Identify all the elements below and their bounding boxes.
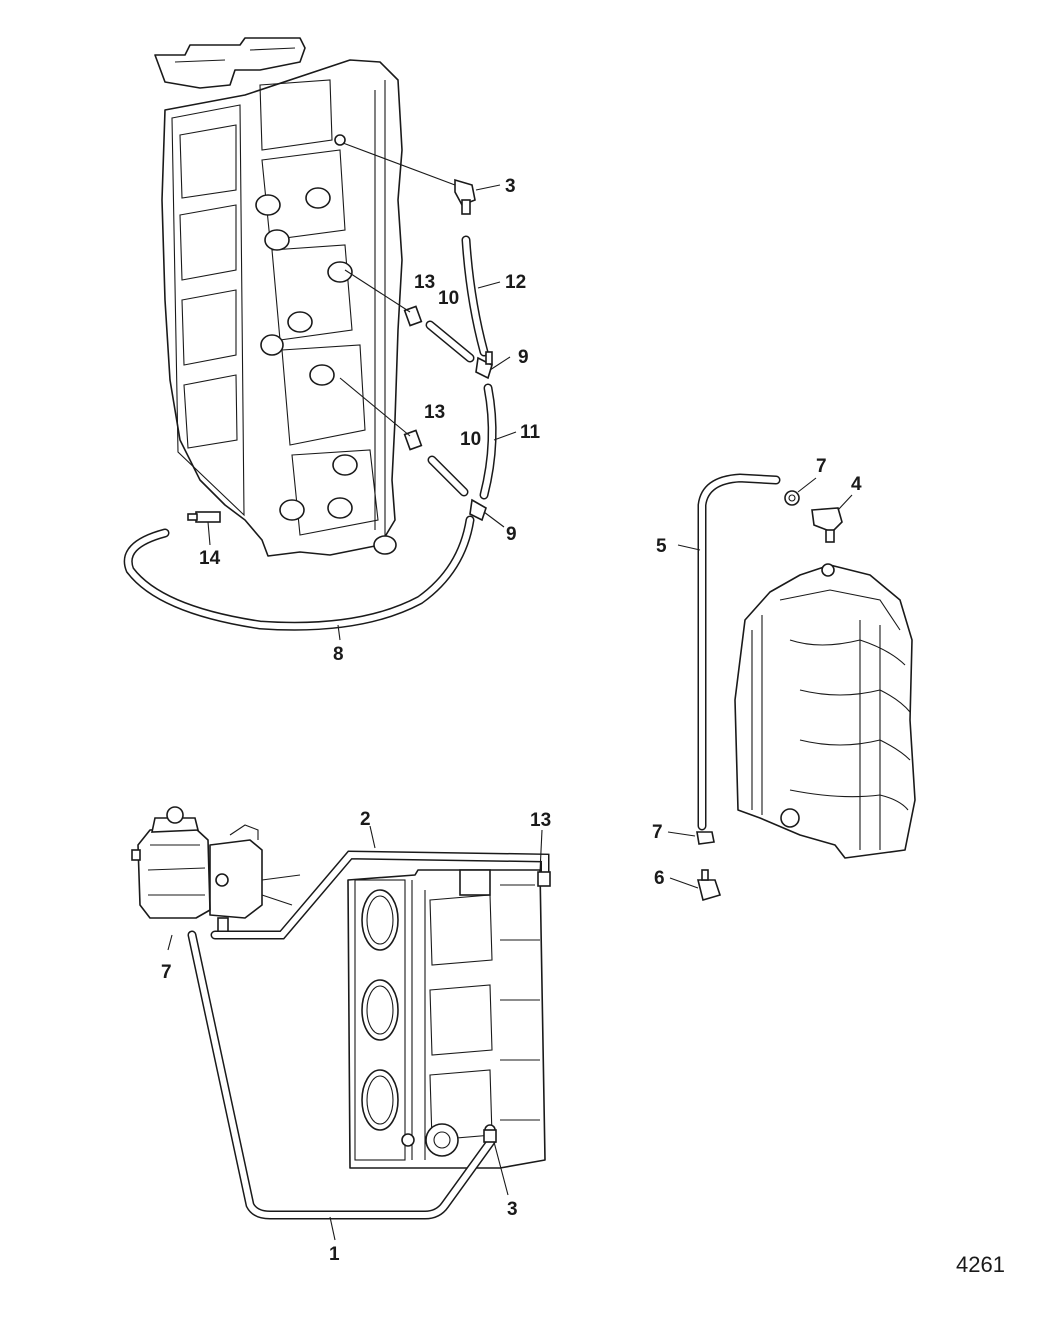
- callout-7-pump: 7: [161, 962, 172, 983]
- powerhead-block-bottom: [347, 869, 546, 1169]
- hose-2: [210, 850, 550, 940]
- callout-4: 4: [851, 474, 862, 495]
- callout-12: 12: [505, 272, 526, 293]
- hose-12: [461, 235, 489, 357]
- callout-10-upper: 10: [438, 288, 459, 309]
- callout-13-upper: 13: [414, 272, 435, 293]
- hose-1: [187, 930, 497, 1220]
- fitting-13-lower: [537, 871, 551, 887]
- callouts: 3 13 10 12 9 13 10 11 9 14 8 7 4 5 7 6 2…: [161, 176, 862, 1265]
- tee-fitting-9-lower: [469, 498, 487, 522]
- callout-1: 1: [329, 1244, 340, 1265]
- elbow-fitting-4: [811, 507, 843, 543]
- hose-10-upper: [425, 320, 475, 363]
- crankcase-right: [734, 563, 916, 859]
- hose-8: [123, 515, 475, 631]
- hose-10-lower: [427, 455, 469, 497]
- callout-9-upper: 9: [518, 347, 529, 368]
- callout-2: 2: [360, 809, 371, 830]
- callout-9-lower: 9: [506, 524, 517, 545]
- hose-5: [697, 473, 781, 831]
- hose-11: [479, 383, 497, 500]
- clamp-7-upper: [784, 490, 800, 506]
- callout-8: 8: [333, 644, 344, 665]
- fuel-pump: [131, 806, 301, 933]
- callout-13-lower: 13: [530, 810, 551, 831]
- cylinder-block-top: [154, 37, 403, 557]
- fitting-13-upper: [403, 305, 423, 327]
- callout-5: 5: [656, 536, 667, 557]
- callout-7-upper: 7: [816, 456, 827, 477]
- callout-13-middle: 13: [424, 402, 445, 423]
- callout-3-bottom: 3: [507, 1199, 518, 1220]
- fitting-14: [187, 511, 221, 523]
- tee-fitting-9-upper: [475, 351, 493, 380]
- fitting-3-bottom: [483, 1129, 497, 1143]
- callout-11: 11: [520, 422, 541, 443]
- clamp-7-lower: [696, 831, 715, 845]
- elbow-fitting-3-top: [454, 178, 476, 215]
- callout-7-right-lower: 7: [652, 822, 663, 843]
- callout-10-lower: 10: [460, 429, 481, 450]
- callout-14: 14: [199, 548, 221, 569]
- callout-6: 6: [654, 868, 665, 889]
- fitting-6: [696, 869, 722, 902]
- callout-3-top: 3: [505, 176, 516, 197]
- diagram-reference-number: 4261: [956, 1252, 1005, 1277]
